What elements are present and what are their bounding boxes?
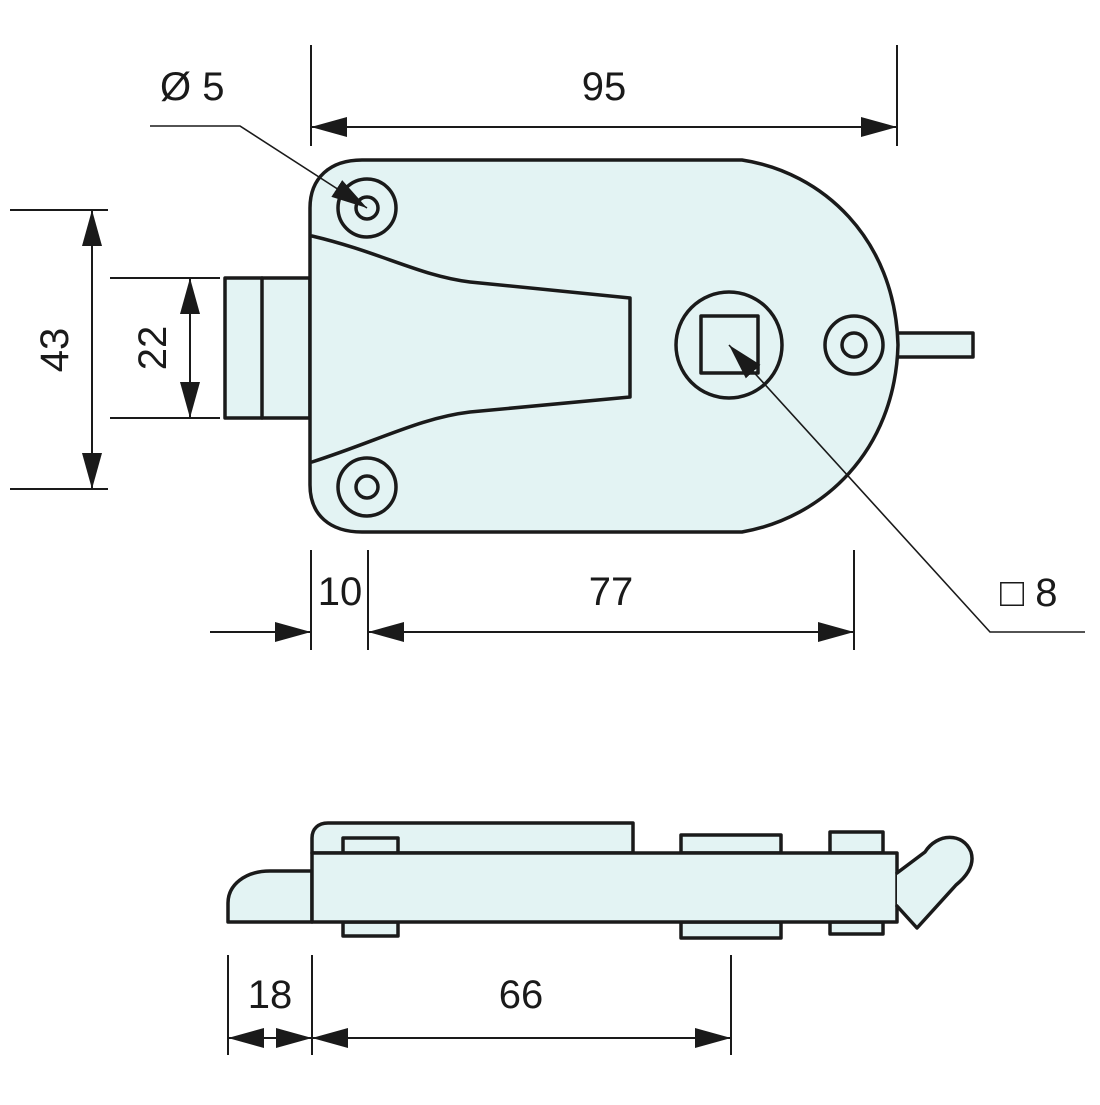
front-view — [223, 158, 975, 534]
side-tab-1-top — [341, 836, 400, 855]
lock-case-body — [308, 158, 900, 534]
side-handle-lever — [895, 835, 974, 930]
side-tab-2-top — [679, 833, 783, 855]
label-hole-diameter: Ø 5 — [160, 65, 224, 109]
side-tab-3-bottom — [828, 920, 885, 936]
catch-rod — [893, 331, 975, 359]
label-side-center-distance: 66 — [499, 973, 544, 1017]
side-case-body — [310, 851, 899, 924]
label-spindle-square: □ 8 — [1000, 571, 1058, 615]
label-bolt-projection: 10 — [318, 570, 363, 614]
dimension-labels: Ø 5 95 43 22 10 77 □ 8 18 66 — [33, 65, 1058, 1017]
label-spindle-offset: 77 — [589, 570, 634, 614]
side-tab-1-bottom — [341, 920, 400, 938]
dimension-lines — [10, 45, 1085, 1055]
latch-bolt — [223, 276, 312, 420]
label-side-bolt-projection: 18 — [248, 973, 293, 1017]
side-tab-2-bottom — [679, 920, 783, 940]
label-overall-height: 43 — [33, 328, 77, 373]
screw-hole-right — [823, 314, 885, 376]
cover-plate — [310, 234, 632, 464]
side-tab-3-top — [828, 830, 885, 855]
screw-hole-top — [336, 177, 398, 239]
label-overall-width: 95 — [582, 65, 627, 109]
side-view — [226, 821, 974, 940]
side-latch-bolt — [226, 869, 314, 924]
label-bolt-height: 22 — [131, 326, 175, 371]
screw-hole-bottom — [336, 456, 398, 518]
